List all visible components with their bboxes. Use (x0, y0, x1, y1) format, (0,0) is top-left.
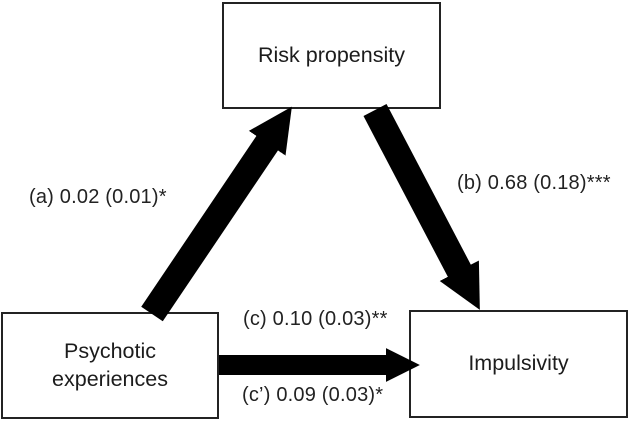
node-risk-propensity: Risk propensity (222, 2, 441, 109)
path-coefficient-c: (c) 0.10 (0.03)** (243, 308, 388, 330)
path-coefficient-c-prime: (c’) 0.09 (0.03)* (242, 384, 384, 406)
node-label-line-2: experiences (52, 366, 168, 391)
arrow-a-psychotic-to-risk (141, 106, 292, 322)
arrow-b-risk-to-impulsivity (363, 103, 480, 310)
node-label-psychotic-experiences: Psychotic experiences (52, 338, 168, 393)
node-psychotic-experiences: Psychotic experiences (1, 312, 219, 419)
node-impulsivity: Impulsivity (409, 310, 628, 418)
node-label-impulsivity: Impulsivity (468, 351, 569, 376)
path-coefficient-a: (a) 0.02 (0.01)* (29, 186, 167, 208)
node-label-risk-propensity: Risk propensity (258, 42, 405, 67)
node-label-line-1: Psychotic (63, 338, 156, 363)
path-coefficient-b: (b) 0.68 (0.18)*** (457, 172, 611, 194)
